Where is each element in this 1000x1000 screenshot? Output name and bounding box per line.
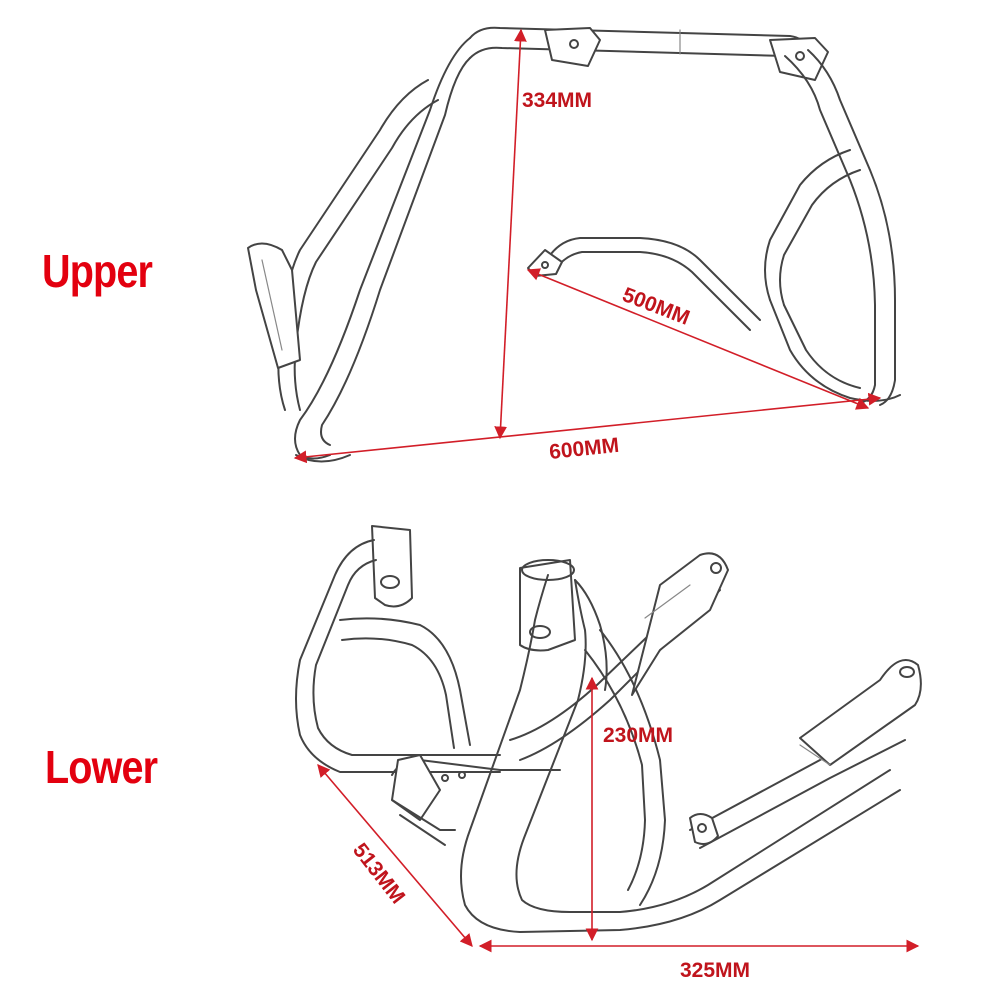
lower-width-dimension: 325MM	[680, 959, 750, 982]
lower-height-dimension: 230MM	[603, 724, 673, 747]
upper-height-dimension: 334MM	[522, 89, 592, 112]
upper-dimension-lines	[293, 28, 882, 464]
upper-label: Upper	[42, 245, 153, 297]
lower-label: Lower	[45, 741, 158, 793]
lower-depth-dimension: 513MM	[348, 839, 409, 908]
upper-width-dimension: 600MM	[548, 434, 620, 464]
lower-dimension-lines	[317, 676, 920, 953]
